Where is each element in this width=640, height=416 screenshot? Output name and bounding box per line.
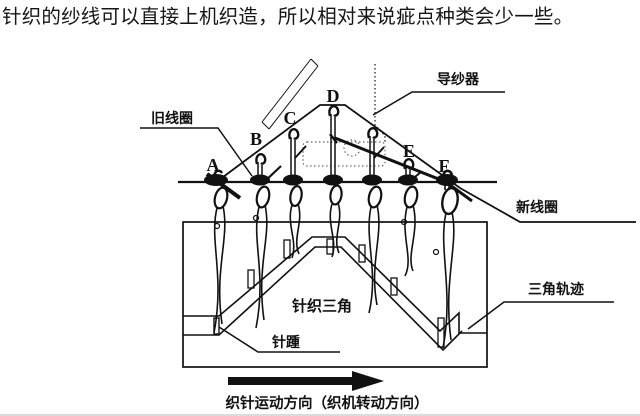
butt-3 [326, 238, 334, 255]
new-loop [441, 186, 459, 216]
yarn-tails [213, 205, 226, 334]
butt-6 [437, 317, 445, 348]
needle-e [398, 158, 422, 277]
cam-track-lower [183, 246, 463, 352]
callout-new-loop: 新线圈 [516, 199, 558, 216]
yarn-tails [289, 203, 301, 259]
needle-latch [373, 146, 385, 159]
old-loop-leader [140, 127, 253, 177]
needle-label-b: B [250, 129, 262, 149]
old-loop [213, 186, 229, 210]
yarn-tails [442, 211, 455, 349]
direction-caption: 织针运动方向（织机转动方向） [226, 394, 429, 412]
yarn-guide-label: 导纱器 [437, 72, 480, 88]
needle-butt-blob [398, 174, 418, 186]
yarn-tails [255, 204, 268, 329]
needle-b [250, 153, 282, 329]
butt-5 [390, 277, 398, 296]
needle-butt-leader [218, 326, 340, 353]
needle-butt-blob [250, 174, 270, 186]
butt-2 [283, 239, 291, 259]
yarn-guide-leader [372, 91, 505, 116]
old-loop [255, 185, 271, 209]
cam-box [182, 221, 488, 368]
direction-arrow [228, 371, 384, 391]
yarn-tails [329, 202, 341, 258]
needle-butt-blob [323, 174, 343, 186]
needle-a [204, 169, 242, 334]
butt-4 [358, 244, 366, 263]
old-loop [367, 185, 383, 209]
new-loop-label: 新线圈 [516, 199, 558, 216]
needle-label-c: C [284, 108, 297, 128]
callout-yarn-guide: 导纱器 [372, 72, 505, 116]
butt-1 [247, 269, 255, 289]
needle-d [323, 105, 343, 258]
needle-hook [255, 153, 267, 165]
needle-butt-stroke [205, 172, 242, 200]
needle-label-f: F [439, 156, 450, 176]
needle-butt-blob [362, 174, 382, 186]
yarn-path-line [214, 104, 636, 223]
yarn-tails [404, 204, 416, 277]
callout-cam-track: 三角轨迹 [467, 281, 614, 330]
needle-shaft [330, 114, 336, 182]
needle-c [283, 128, 307, 259]
callout-old-loop: 旧线圈 [140, 110, 253, 177]
needle-hook [367, 127, 379, 139]
needle-label-d: D [327, 86, 340, 106]
needle-hook [328, 105, 340, 117]
needle-butt-blob [283, 174, 303, 186]
old-loop-label: 旧线圈 [151, 110, 193, 127]
old-loop [329, 184, 343, 206]
old-loop [403, 185, 419, 209]
cam-track-label: 三角轨迹 [528, 281, 584, 298]
needle-butt-blob [436, 174, 458, 186]
knitting-cam-label: 针织三角 [292, 297, 352, 315]
loop-on-shaft [329, 133, 338, 144]
needle-label-e: E [403, 141, 415, 161]
needle-butt-label: 针踵 [271, 334, 300, 351]
needle-hook [403, 158, 415, 170]
callout-needle-butt: 针踵 [218, 326, 340, 353]
needle-f [432, 169, 459, 349]
cam-track-upper [183, 236, 487, 334]
needle-5 [362, 127, 385, 314]
old-loop [289, 185, 303, 207]
intro-paragraph: 针织的纱线可以直接上机织造，所以相对来说疵点种类会少一些。 [2, 5, 574, 28]
yarn-tails [368, 204, 380, 314]
yarn-node [252, 214, 260, 222]
yarn-node [432, 248, 440, 256]
butt-entry [213, 317, 220, 335]
needle-label-a: A [207, 155, 220, 175]
needle-hook [288, 128, 300, 140]
needle-latch [294, 145, 307, 159]
cam-track-leader [467, 301, 614, 330]
